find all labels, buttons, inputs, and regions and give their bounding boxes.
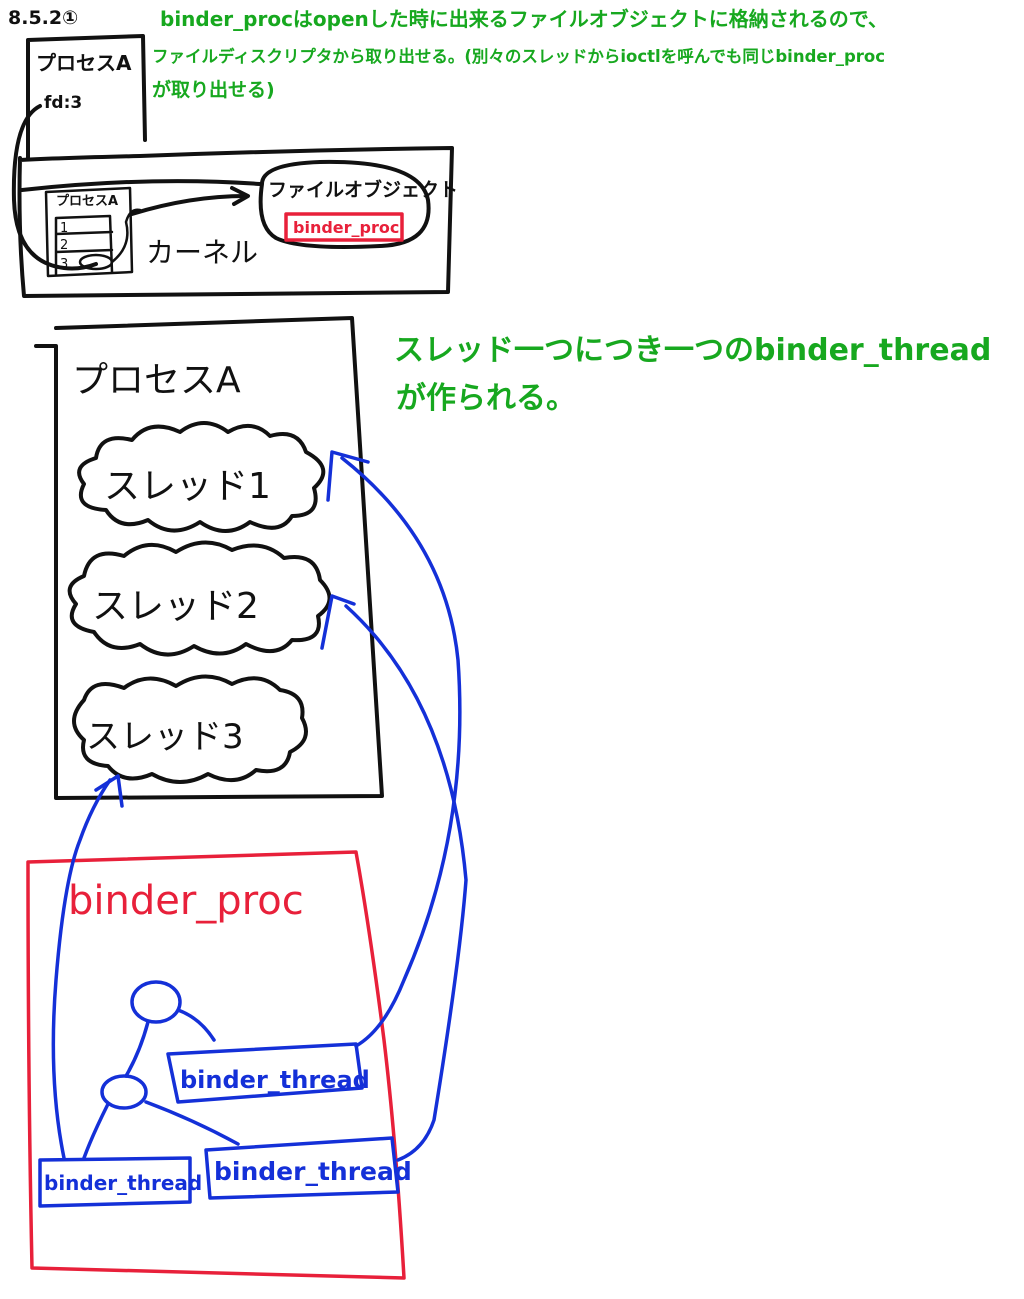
thread-3-label: スレッド3 <box>86 717 244 757</box>
fd-label: fd:3 <box>44 93 82 113</box>
link-thread-2 <box>320 594 468 1162</box>
thread-note-line-2: が作られる。 <box>396 381 576 416</box>
link-thread-3 <box>51 774 124 1160</box>
fd-to-file-object-arrow <box>130 186 250 216</box>
fd-row-3: 3 <box>60 257 68 272</box>
file-object: ファイルオブジェクト binder_proc <box>258 159 458 249</box>
thread-note-line-1: スレッド一つにつき一つのbinder_thread <box>394 333 991 368</box>
binder-thread-box-3: binder_thread <box>204 1136 412 1200</box>
process-a-box: プロセスA <box>34 316 384 800</box>
thread-2-cloud: スレッド2 <box>67 540 332 657</box>
binder-proc-box: binder_proc <box>26 850 406 1280</box>
thread-1-cloud: スレッド1 <box>77 421 326 533</box>
binder-thread-label-3: binder_thread <box>214 1157 412 1186</box>
kernel-label: カーネル <box>146 236 258 269</box>
thread-3-cloud: スレッド3 <box>72 674 308 784</box>
kernel-process-table: プロセスA 1 2 3 <box>44 186 142 278</box>
binder-proc-label: binder_proc <box>68 878 304 924</box>
fd-row-1: 1 <box>60 221 68 236</box>
tree-root-node <box>130 980 182 1024</box>
thread-2-label: スレッド2 <box>92 586 259 627</box>
kernel-box: カーネル <box>11 104 454 298</box>
binder-thread-label-1: binder_thread <box>180 1066 370 1094</box>
section-number: 8.5.2① <box>8 7 78 29</box>
file-object-label: ファイルオブジェクト <box>268 178 458 201</box>
kernel-process-label: プロセスA <box>56 194 118 209</box>
header-note-line-3: が取り出せる) <box>152 78 275 101</box>
binder-thread-box-1: binder_thread <box>166 1042 370 1104</box>
top-process-box: プロセスA fd:3 <box>26 34 147 160</box>
tree-child-node <box>100 1074 148 1110</box>
top-process-label: プロセスA <box>36 51 132 75</box>
binder-proc-tag-box <box>284 212 404 242</box>
binder-thread-box-2: binder_thread <box>38 1156 202 1208</box>
link-thread-1 <box>326 450 462 1048</box>
binder-proc-tag: binder_proc <box>293 218 399 237</box>
header-note-line-2: ファイルディスクリプタから取り出せる。(別々のスレッドからioctlを呼んでも同… <box>152 46 885 66</box>
process-a-label: プロセスA <box>72 360 241 401</box>
binder-thread-label-2: binder_thread <box>44 1171 202 1195</box>
fd-row-2: 2 <box>60 238 68 253</box>
header-note-line-1: binder_procはopenした時に出来るファイルオブジェクトに格納されるの… <box>160 7 888 31</box>
thread-1-label: スレッド1 <box>104 466 271 507</box>
binder-thread-tree <box>82 980 240 1160</box>
